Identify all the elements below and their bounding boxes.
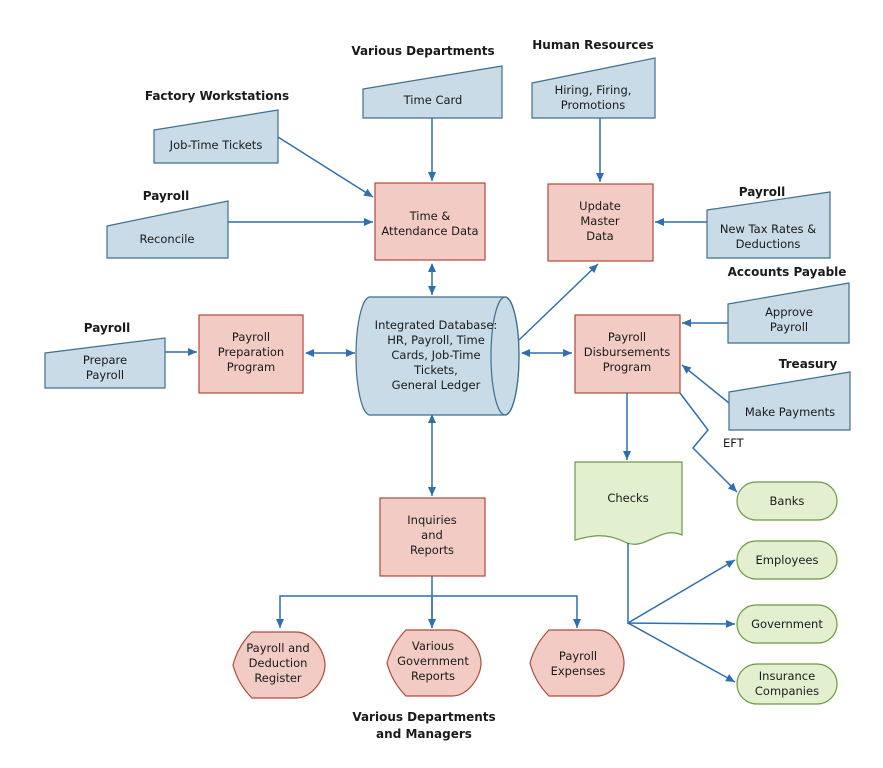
output-government-reports: Various Government Reports [386,629,482,697]
process-update-line2: Master [580,214,620,228]
heading-factory-workstations: Factory Workstations [145,89,289,103]
output-register-line3: Register [254,671,302,685]
process-disb-line2: Disbursements [584,345,671,359]
input-new-tax-line2: Deductions [736,237,801,251]
process-disb-line3: Program [603,360,652,374]
entity-government: Government [736,604,838,644]
input-approve-line2: Payroll [770,320,808,334]
input-prepare-line1: Prepare [83,353,127,367]
input-job-time-tickets: Job-Time Tickets [153,109,279,164]
heading-payroll-prepare: Payroll [84,321,130,335]
eft-label: EFT [723,436,745,450]
input-approve-payroll: Approve Payroll [727,282,850,344]
heading-payroll-tax: Payroll [739,185,785,199]
process-payroll-preparation: Payroll Preparation Program [198,314,304,394]
process-update-line1: Update [579,199,621,213]
output-expenses-line2: Expenses [551,664,606,678]
entity-banks: Banks [736,481,838,521]
entity-insurance-line1: Insurance [759,669,815,683]
entity-banks-label: Banks [770,494,805,508]
process-inquiries-line3: Reports [410,543,454,557]
heading-departments-managers-line1: Various Departments [352,710,495,724]
entity-insurance: Insurance Companies [736,663,838,705]
input-make-payments-label: Make Payments [745,405,835,419]
process-time-attendance-line2: Attendance Data [381,224,478,238]
entity-insurance-line2: Companies [755,684,819,698]
input-reconcile-label: Reconcile [140,232,195,246]
process-update-line3: Data [586,229,613,243]
input-make-payments: Make Payments [728,371,851,431]
output-expenses-line1: Payroll [559,649,597,663]
entity-employees-label: Employees [756,553,819,567]
output-register-line1: Payroll and [246,641,309,655]
document-checks: Checks [574,461,683,545]
database-line3: Cards, Job-Time [391,348,480,362]
process-time-attendance-line1: Time & [409,209,451,223]
process-time-attendance: Time & Attendance Data [374,182,486,261]
input-reconcile: Reconcile [106,200,229,259]
database-line4: Tickets, [413,363,458,377]
process-disb-line1: Payroll [608,330,646,344]
entity-government-label: Government [751,617,823,631]
database-line2: HR, Payroll, Time [387,333,485,347]
process-inquiries-reports: Inquiries and Reports [379,497,486,577]
input-hiring-firing: Hiring, Firing, Promotions [531,57,656,119]
input-time-card: Time Card [362,65,503,119]
input-hiring-line2: Promotions [561,98,626,112]
document-checks-label: Checks [607,491,648,505]
output-gov-line1: Various [412,639,454,653]
input-new-tax-line1: New Tax Rates & [720,222,816,236]
output-register-line2: Deduction [249,656,308,670]
database-line1: Integrated Database: [375,318,498,332]
output-payroll-register: Payroll and Deduction Register [232,631,326,699]
process-prep-line2: Preparation [218,345,284,359]
entity-employees: Employees [736,540,838,580]
heading-human-resources: Human Resources [532,38,654,52]
heading-payroll-reconcile: Payroll [143,189,189,203]
process-inquiries-line2: and [421,528,443,542]
input-time-card-label: Time Card [403,93,463,107]
integrated-database: Integrated Database: HR, Payroll, Time C… [355,296,520,416]
process-prep-line3: Program [227,360,276,374]
input-approve-line1: Approve [765,305,813,319]
input-job-time-label: Job-Time Tickets [169,138,263,152]
flow-arrows [165,118,738,683]
process-update-master-data: Update Master Data [547,183,654,262]
process-payroll-disbursements: Payroll Disbursements Program [574,314,681,394]
output-gov-line3: Reports [411,669,455,683]
process-inquiries-line1: Inquiries [407,513,456,527]
input-hiring-line1: Hiring, Firing, [555,83,632,97]
heading-treasury: Treasury [779,357,838,371]
heading-accounts-payable: Accounts Payable [728,265,847,279]
input-new-tax-rates: New Tax Rates & Deductions [706,191,831,259]
output-gov-line2: Government [397,654,469,668]
input-prepare-payroll: Prepare Payroll [44,337,166,389]
output-payroll-expenses: Payroll Expenses [529,629,625,697]
process-prep-line1: Payroll [232,330,270,344]
heading-departments-managers-line2: and Managers [376,727,472,741]
input-prepare-line2: Payroll [86,368,124,382]
database-line5: General Ledger [392,378,481,392]
heading-various-departments: Various Departments [351,44,494,58]
